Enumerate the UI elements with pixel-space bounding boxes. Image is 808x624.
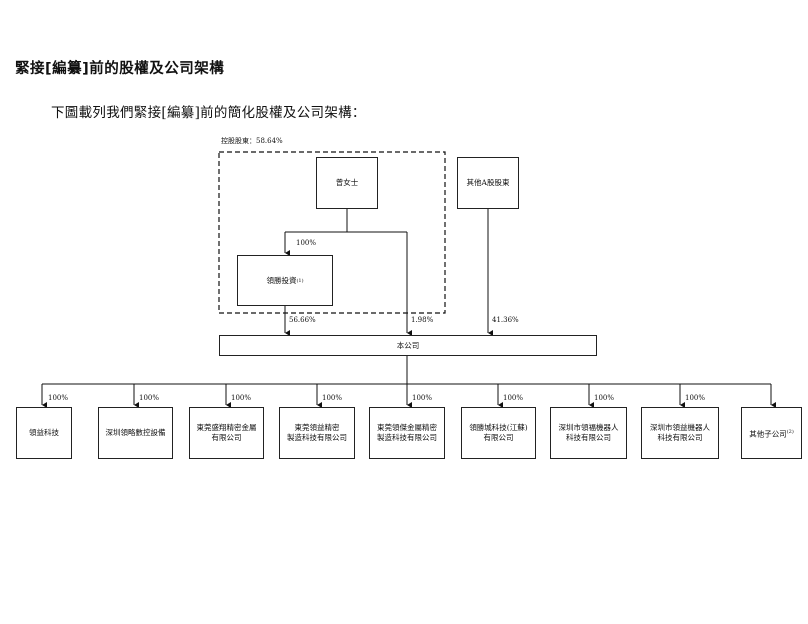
subsidiary-name-line2: 有限公司	[483, 433, 514, 442]
holding-box: 領勝投資(1)	[237, 255, 333, 306]
subsidiary-name-line2: 製造科技有限公司	[287, 433, 347, 442]
subsidiary-name: 深圳市領益機器人	[650, 423, 710, 432]
subsidiary-name: 東莞領傑金屬精密	[377, 423, 437, 432]
holding-label: 領勝投資	[266, 275, 297, 285]
company-label: 本公司	[396, 340, 420, 350]
subsidiary-box: 領勝城科技(江蘇)有限公司	[461, 407, 536, 459]
subsidiary-pct: 100%	[503, 394, 524, 402]
subsidiary-pct: 100%	[685, 394, 706, 402]
subsidiary-name-line2: 科技有限公司	[657, 433, 703, 442]
subsidiary-name-line2: 製造科技有限公司	[377, 433, 437, 442]
subsidiary-pct: 100%	[139, 394, 160, 402]
pct-others-to-company: 41.36%	[492, 316, 519, 324]
subsidiary-pct: 100%	[594, 394, 615, 402]
ms-zeng-label: 曾女士	[335, 178, 359, 187]
subsidiary-note: (2)	[786, 428, 794, 435]
subsidiary-box: 東莞領益精密製造科技有限公司	[279, 407, 355, 459]
other-shareholders-label: 其他A股股東	[466, 178, 510, 187]
subsidiary-pct: 100%	[48, 394, 69, 402]
subsidiary-box: 其他子公司(2)	[741, 407, 802, 459]
subsidiary-pct: 100%	[412, 394, 433, 402]
subsidiary-pct: 100%	[322, 394, 343, 402]
subsidiary-name: 東莞領益精密	[294, 423, 340, 432]
subsidiary-pct: 100%	[231, 394, 252, 402]
subsidiary-name: 深圳市領福機器人	[558, 423, 619, 432]
other-shareholders-box: 其他A股股東	[457, 157, 519, 209]
ms-zeng-box: 曾女士	[316, 157, 378, 209]
subsidiary-box: 深圳市領福機器人科技有限公司	[550, 407, 627, 459]
controlling-group-border	[218, 151, 446, 314]
subsidiary-box: 東莞盛翔精密金屬有限公司	[189, 407, 264, 459]
subsidiary-name: 其他子公司	[749, 429, 787, 439]
subsidiary-name: 東莞盛翔精密金屬	[196, 423, 257, 432]
subsidiary-box: 領益科技	[16, 407, 72, 459]
pct-zeng-to-holding: 100%	[296, 239, 317, 247]
subsidiary-name-line2: 有限公司	[211, 433, 242, 442]
subsidiary-name: 領益科技	[29, 428, 59, 437]
holding-note: (1)	[296, 277, 304, 284]
subsidiary-box: 東莞領傑金屬精密製造科技有限公司	[369, 407, 445, 459]
subsidiary-box: 深圳市領益機器人科技有限公司	[641, 407, 719, 459]
pct-zeng-to-company: 1.98%	[411, 316, 434, 324]
subsidiary-name: 領勝城科技(江蘇)	[469, 423, 528, 432]
controlling-shareholder-label: 控股股東：58.64%	[221, 137, 283, 145]
subsidiary-name-line2: 科技有限公司	[566, 433, 611, 442]
company-box: 本公司	[219, 335, 597, 356]
subsidiary-name: 深圳領略數控設備	[105, 428, 166, 437]
section-heading: 緊接[編纂]前的股權及公司架構	[15, 61, 225, 77]
intro-paragraph: 下圖載列我們緊接[編纂]前的簡化股權及公司架構：	[51, 105, 366, 121]
subsidiary-box: 深圳領略數控設備	[98, 407, 173, 459]
pct-holding-to-company: 56.66%	[289, 316, 316, 324]
